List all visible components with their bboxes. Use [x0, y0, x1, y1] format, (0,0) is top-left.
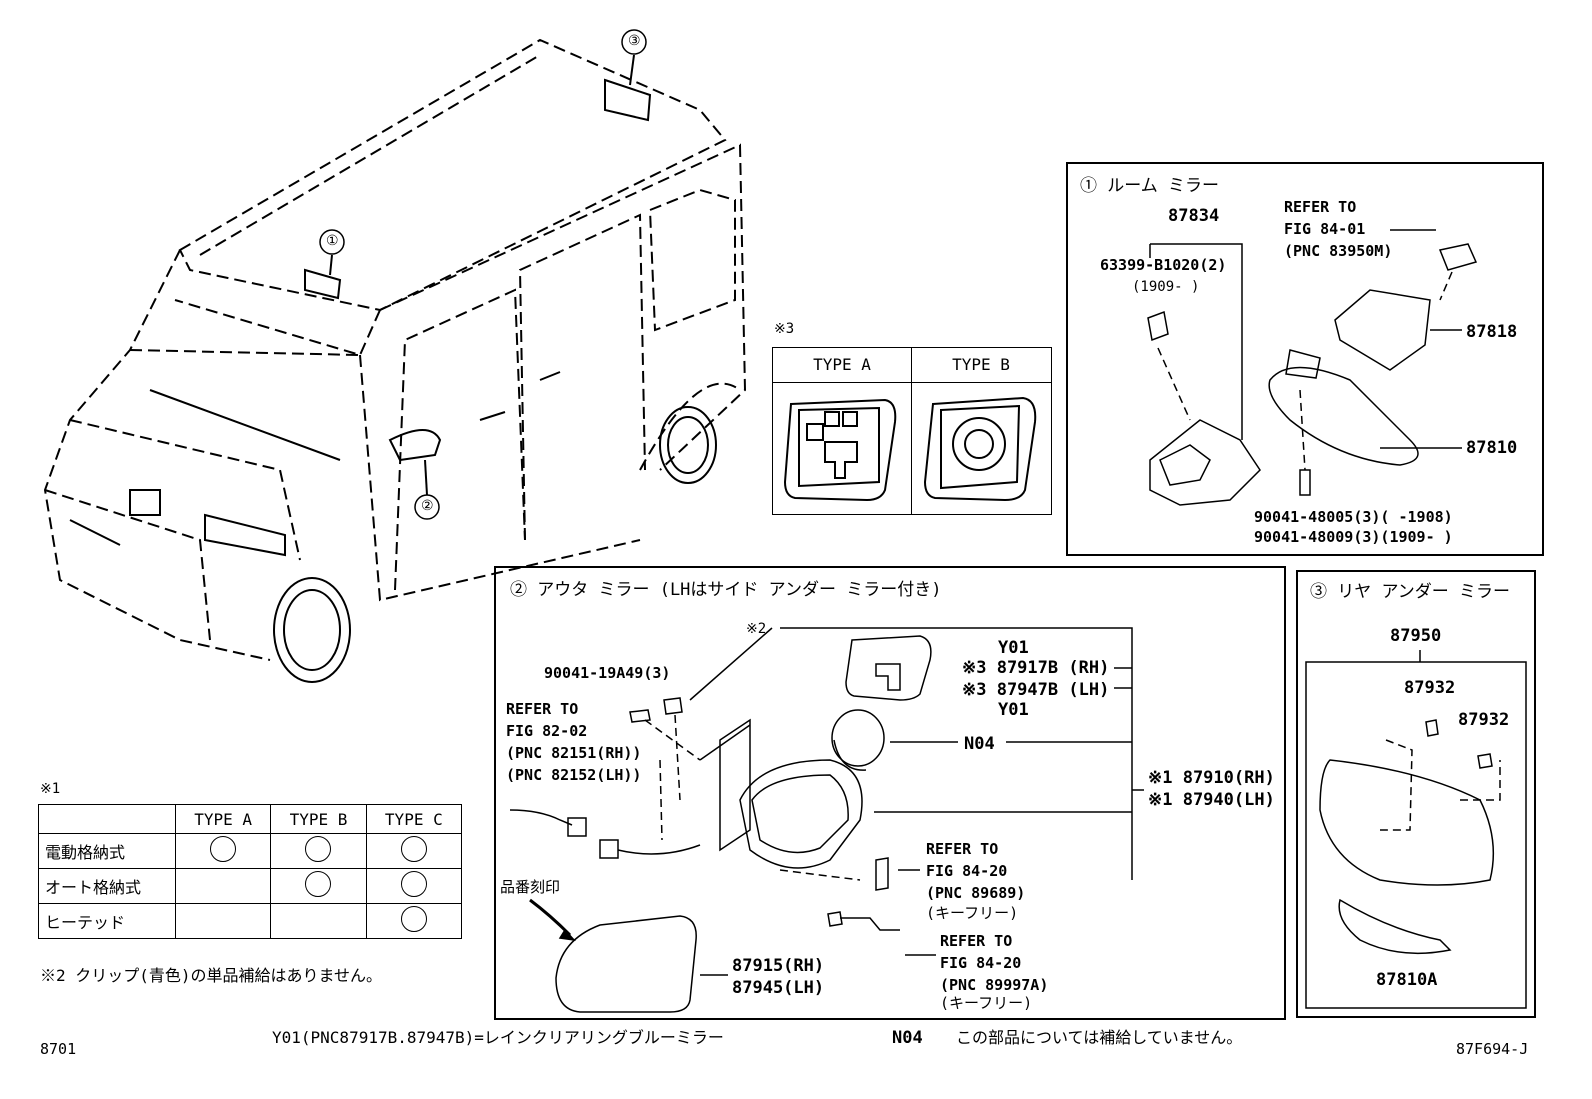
mirror-glass-types-icon	[783, 396, 1037, 502]
mark-cell	[174, 903, 272, 939]
mark-cell	[365, 833, 463, 869]
room-mirror-panel	[1066, 162, 1544, 556]
y01-label-top: Y01	[998, 638, 1029, 658]
refer-82-02-line3: (PNC 82151(RH))	[506, 744, 642, 762]
callout-3[interactable]: ③	[628, 33, 641, 49]
mark-cell	[174, 868, 272, 904]
part-90041-19a49[interactable]: 90041-19A49(3)	[544, 664, 671, 682]
n04-footnote-label: N04	[892, 1028, 923, 1048]
row-label-power-fold: 電動格納式	[38, 833, 176, 869]
mark-cell	[270, 903, 367, 939]
table-row: ヒーテッド	[38, 903, 463, 939]
part-87910[interactable]: ※1 87910(RH)	[1148, 768, 1275, 788]
rear-under-mirror-panel	[1296, 570, 1536, 1018]
part-87810a[interactable]: 87810A	[1376, 970, 1438, 990]
mark-cell	[270, 868, 367, 904]
refer-83950m-line1: REFER TO	[1284, 198, 1357, 216]
n04-label: N04	[964, 734, 995, 754]
note2-text: ※2 クリップ(青色)の単品補給はありません。	[40, 966, 383, 985]
mark-cell	[365, 868, 463, 904]
part-87932-first[interactable]: 87932	[1404, 678, 1456, 698]
table-row: 電動格納式	[38, 833, 463, 869]
circle-mark-icon	[305, 871, 332, 897]
callout-2[interactable]: ②	[421, 498, 434, 514]
refer-89689-line2[interactable]: FIG 84-20	[926, 862, 1008, 880]
refer-82-02-line1: REFER TO	[506, 700, 579, 718]
type-b-header: TYPE B	[911, 348, 1051, 383]
refer-89689-line3: (PNC 89689)	[926, 884, 1026, 902]
part-87834[interactable]: 87834	[1168, 206, 1220, 226]
circle-mark-icon	[400, 836, 427, 862]
refer-89689-line1: REFER TO	[926, 840, 999, 858]
circle-mark-icon	[400, 871, 427, 897]
part-87932-second[interactable]: 87932	[1458, 710, 1510, 730]
part-87945[interactable]: 87945(LH)	[732, 978, 825, 998]
type-a-header: TYPE A	[773, 348, 912, 383]
refer-82-02-line2[interactable]: FIG 82-02	[506, 722, 588, 740]
n04-footnote-text: この部品については補給していません。	[956, 1028, 1243, 1047]
row-label-auto-fold: オート格納式	[38, 868, 176, 904]
part-90041-48009[interactable]: 90041-48009(3)(1909- )	[1254, 528, 1453, 546]
circle-mark-icon	[305, 836, 332, 862]
table-row: オート格納式	[38, 868, 463, 904]
part-number-engraving-label: 品番刻印	[500, 878, 561, 896]
part-87810[interactable]: 87810	[1466, 438, 1518, 458]
part-87915[interactable]: 87915(RH)	[732, 956, 825, 976]
rear-under-mirror-title: ③ リヤ アンダー ミラー	[1310, 582, 1511, 602]
callout-1[interactable]: ①	[326, 233, 339, 249]
col-type-a: TYPE A	[174, 804, 272, 834]
table-corner-cell	[38, 804, 176, 834]
mark-cell	[270, 833, 367, 869]
part-87818[interactable]: 87818	[1466, 322, 1518, 342]
figure-code: 87F694-J	[1456, 1040, 1529, 1058]
refer-83950m-line3: (PNC 83950M)	[1284, 242, 1393, 260]
col-type-b: TYPE B	[270, 804, 367, 834]
refer-89997a-line3: (PNC 89997A)	[940, 976, 1049, 994]
outer-mirror-panel	[494, 566, 1286, 1020]
circle-mark-icon	[210, 836, 237, 862]
note3-type-table: TYPE A TYPE B	[772, 347, 1052, 515]
refer-82-02-line4: (PNC 82152(LH))	[506, 766, 642, 784]
part-87947b[interactable]: ※3 87947B (LH)	[962, 680, 1110, 700]
mark-cell	[174, 833, 272, 869]
note1-mark: ※1	[40, 781, 61, 797]
y01-footnote: Y01(PNC87917B.87947B)=レインクリアリングブルーミラー	[272, 1028, 724, 1047]
part-87940[interactable]: ※1 87940(LH)	[1148, 790, 1275, 810]
part-87950[interactable]: 87950	[1390, 626, 1442, 646]
part-63399-b1020[interactable]: 63399-B1020(2)	[1100, 256, 1227, 274]
refer-89997a-line4: (キーフリー)	[940, 994, 1033, 1012]
refer-89689-line4: (キーフリー)	[926, 904, 1019, 922]
note1-type-table: TYPE A TYPE B TYPE C 電動格納式 オート格納式 ヒーテッド	[38, 804, 463, 939]
note2-mark: ※2	[746, 621, 767, 637]
outer-mirror-title: ② アウタ ミラー (LHはサイド アンダー ミラー付き)	[510, 580, 942, 600]
y01-label-bottom: Y01	[998, 700, 1029, 720]
room-mirror-title: ① ルーム ミラー	[1080, 176, 1219, 196]
refer-89997a-line2[interactable]: FIG 84-20	[940, 954, 1022, 972]
circle-mark-icon	[400, 906, 427, 932]
section-code: 8701	[40, 1040, 77, 1058]
part-87917b[interactable]: ※3 87917B (RH)	[962, 658, 1110, 678]
part-63399-date: (1909- )	[1132, 279, 1200, 295]
mark-cell	[365, 903, 463, 939]
col-type-c: TYPE C	[365, 804, 463, 834]
row-label-heated: ヒーテッド	[38, 903, 176, 939]
refer-83950m-line2[interactable]: FIG 84-01	[1284, 220, 1366, 238]
refer-89997a-line1: REFER TO	[940, 932, 1013, 950]
part-90041-48005[interactable]: 90041-48005(3)( -1908)	[1254, 508, 1453, 526]
note3-mark: ※3	[774, 321, 795, 337]
